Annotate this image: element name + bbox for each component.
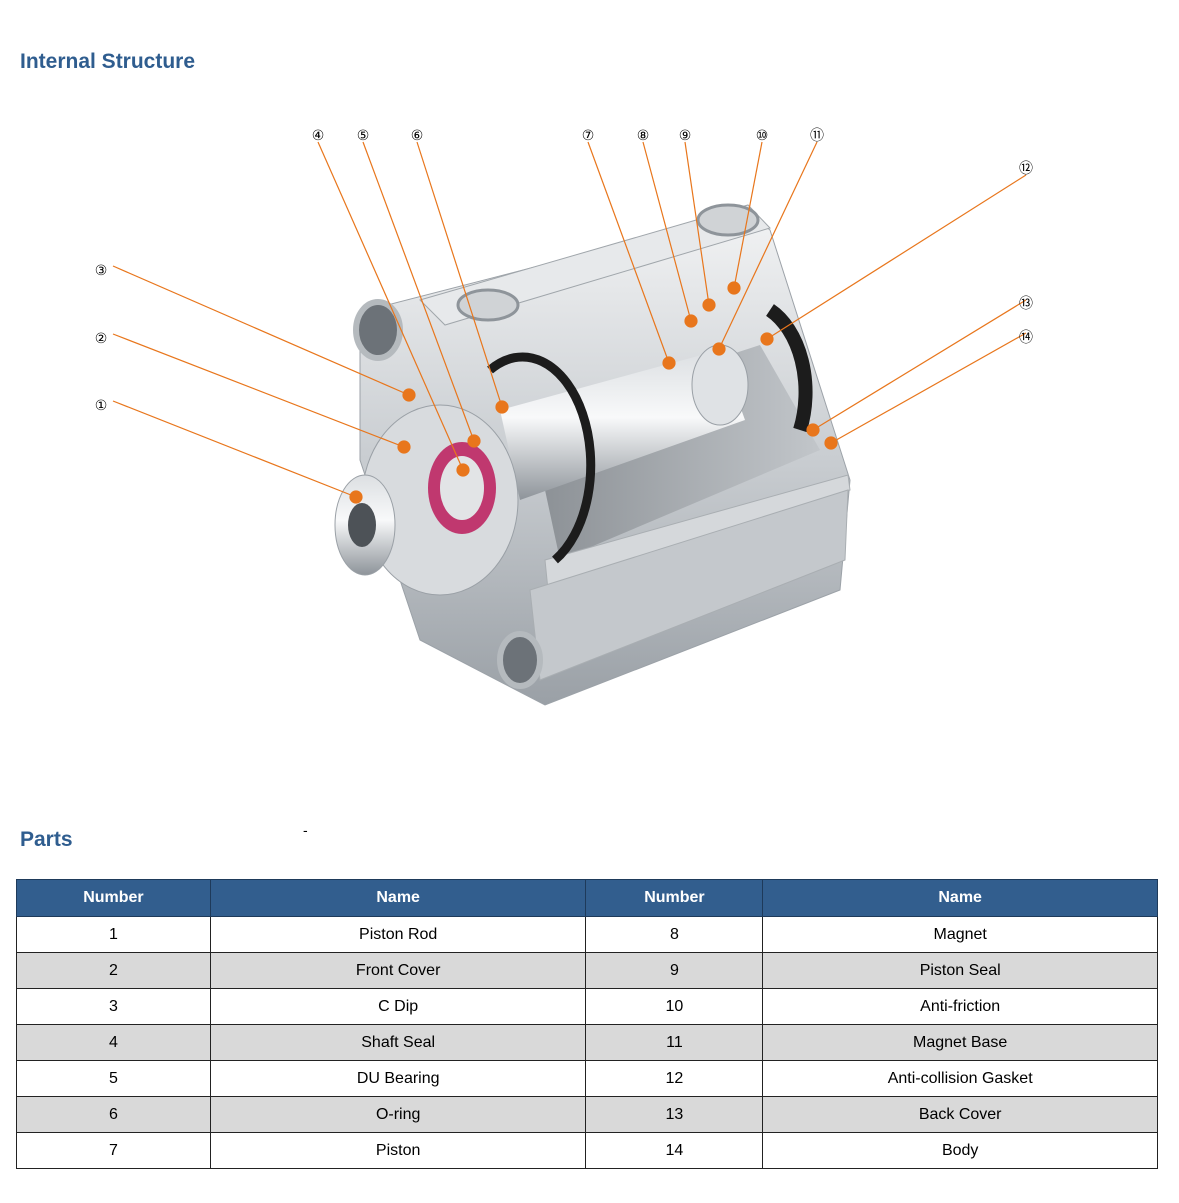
header-number-right: Number xyxy=(585,879,764,917)
header-name-right: Name xyxy=(762,879,1158,917)
callout-dot xyxy=(806,423,820,437)
cell-number: 8 xyxy=(585,916,764,953)
callout-label-5: ⑤ xyxy=(357,128,370,144)
cell-number: 4 xyxy=(16,1024,211,1061)
table-row: 7 Piston 14 Body xyxy=(16,1132,1158,1169)
callout-dot xyxy=(760,332,774,346)
cell-number: 7 xyxy=(16,1132,211,1169)
cell-name: Front Cover xyxy=(209,952,587,989)
cell-number: 13 xyxy=(585,1096,764,1133)
callout-label-3: ③ xyxy=(95,263,108,279)
callout-dot xyxy=(495,400,509,414)
cell-name: C Dip xyxy=(209,988,587,1025)
callout-label-11: ⑪ xyxy=(810,128,824,144)
callout-dot xyxy=(662,356,676,370)
cell-name: Back Cover xyxy=(762,1096,1158,1133)
callout-label-7: ⑦ xyxy=(582,128,595,144)
callout-label-13: ⑬ xyxy=(1019,296,1033,312)
cell-name: Shaft Seal xyxy=(209,1024,587,1061)
callout-dot xyxy=(684,314,698,328)
callout-label-6: ⑥ xyxy=(411,128,424,144)
cell-name: Anti-friction xyxy=(762,988,1158,1025)
callout-dot xyxy=(402,388,416,402)
cell-number: 3 xyxy=(16,988,211,1025)
table-row: 4 Shaft Seal 11 Magnet Base xyxy=(16,1024,1158,1061)
callout-label-8: ⑧ xyxy=(637,128,650,144)
header-name-left: Name xyxy=(209,879,587,917)
header-number-left: Number xyxy=(16,879,211,917)
callout-dot xyxy=(702,298,716,312)
parts-title: Parts xyxy=(20,828,73,851)
cell-name: O-ring xyxy=(209,1096,587,1133)
table-row: 6 O-ring 13 Back Cover xyxy=(16,1096,1158,1133)
cell-number: 11 xyxy=(585,1024,764,1061)
table-row: 2 Front Cover 9 Piston Seal xyxy=(16,952,1158,989)
cell-number: 10 xyxy=(585,988,764,1025)
cylinder-cutaway-diagram: ① ② ③ ④ ⑤ ⑥ ⑦ ⑧ ⑨ ⑩ ⑪ ⑫ ⑬ ⑭ xyxy=(95,128,1033,706)
callout-label-2: ② xyxy=(95,331,108,347)
cell-name: Piston Rod xyxy=(209,916,587,953)
table-header-row: Number Name Number Name xyxy=(16,879,1158,917)
callout-label-1: ① xyxy=(95,398,108,414)
callout-label-12: ⑫ xyxy=(1019,161,1033,177)
callout-label-9: ⑨ xyxy=(679,128,692,144)
callout-dot xyxy=(727,281,741,295)
stray-mark: - xyxy=(303,822,308,838)
cell-number: 5 xyxy=(16,1060,211,1097)
callout-label-14: ⑭ xyxy=(1019,330,1033,346)
cell-name: Anti-collision Gasket xyxy=(762,1060,1158,1097)
callout-label-4: ④ xyxy=(312,128,325,144)
table-row: 5 DU Bearing 12 Anti-collision Gasket xyxy=(16,1060,1158,1097)
cell-number: 6 xyxy=(16,1096,211,1133)
callout-labels: ① ② ③ ④ ⑤ ⑥ ⑦ ⑧ ⑨ ⑩ ⑪ ⑫ ⑬ ⑭ xyxy=(95,128,1033,414)
callout-dot xyxy=(456,463,470,477)
callout-dot xyxy=(467,434,481,448)
cell-number: 1 xyxy=(16,916,211,953)
cell-number: 14 xyxy=(585,1132,764,1169)
cell-name: Body xyxy=(762,1132,1158,1169)
cell-name: Magnet Base xyxy=(762,1024,1158,1061)
table-row: 3 C Dip 10 Anti-friction xyxy=(16,988,1158,1025)
cell-name: Piston xyxy=(209,1132,587,1169)
callout-dot xyxy=(824,436,838,450)
cell-name: Magnet xyxy=(762,916,1158,953)
cell-number: 2 xyxy=(16,952,211,989)
cell-number: 12 xyxy=(585,1060,764,1097)
callout-dot xyxy=(397,440,411,454)
callout-dot xyxy=(349,490,363,504)
internal-structure-title: Internal Structure xyxy=(20,50,196,73)
cell-name: Piston Seal xyxy=(762,952,1158,989)
cell-number: 9 xyxy=(585,952,764,989)
callout-label-10: ⑩ xyxy=(756,128,769,144)
table-row: 1 Piston Rod 8 Magnet xyxy=(16,916,1158,953)
callout-dot xyxy=(712,342,726,356)
cell-name: DU Bearing xyxy=(209,1060,587,1097)
callout-leaders xyxy=(112,141,1027,504)
parts-table: Number Name Number Name 1 Piston Rod 8 M… xyxy=(16,879,1158,1169)
